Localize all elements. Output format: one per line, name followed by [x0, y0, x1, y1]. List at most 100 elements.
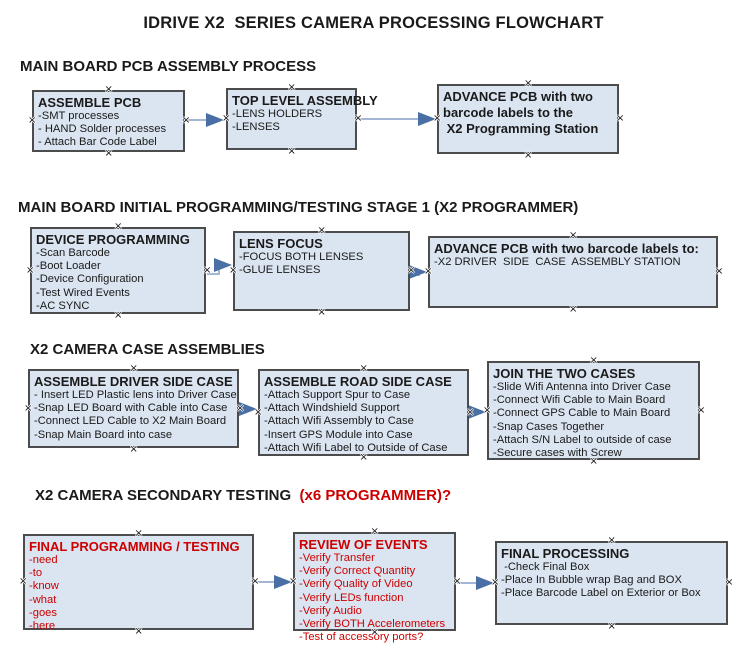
- box-line: -Attach Wifi Label to Outside of Case: [264, 441, 448, 454]
- connection-point-icon: [524, 79, 531, 88]
- flow-box-final-processing[interactable]: FINAL PROCESSING -Check Final Box -Place…: [495, 541, 728, 625]
- connection-point-icon: [466, 408, 473, 417]
- connection-point-icon: [251, 577, 258, 586]
- connection-point-icon: [424, 267, 431, 276]
- connection-point-icon: [590, 356, 597, 365]
- box-line: - Insert LED Plastic lens into Driver Ca…: [34, 389, 237, 401]
- connection-point-icon: [608, 536, 615, 545]
- box-line: -Connect GPS Cable to Main Board: [493, 407, 671, 420]
- box-line: -Verify Quality of Video: [299, 578, 413, 591]
- box-line: -Slide Wifi Antenna into Driver Case: [493, 381, 671, 393]
- box-line: -Check Final Box: [501, 561, 590, 573]
- flow-box-join-the-two-cases[interactable]: JOIN THE TWO CASES -Slide Wifi Antenna i…: [487, 361, 700, 460]
- box-line: -GLUE LENSES: [239, 264, 321, 277]
- section-header-text: X2 CAMERA SECONDARY TESTING: [35, 487, 292, 504]
- connection-point-icon: [491, 578, 498, 587]
- section-header-red-suffix: (x6 PROGRAMMER)?: [291, 487, 452, 504]
- box-title: ASSEMBLE ROAD SIDE CASE: [264, 374, 452, 389]
- box-line: -to: [29, 567, 43, 580]
- box-title: X2 Programming Station: [443, 121, 599, 136]
- flow-box-advance-pcb-driver-side[interactable]: ADVANCE PCB with two barcode labels to: …: [428, 236, 718, 308]
- flow-box-lens-focus[interactable]: LENS FOCUS -FOCUS BOTH LENSES -GLUE LENS…: [233, 231, 410, 311]
- connection-point-icon: [288, 83, 295, 92]
- section-header-initial-programming: MAIN BOARD INITIAL PROGRAMMING/TESTING S…: [18, 199, 579, 216]
- connection-point-icon: [569, 305, 576, 314]
- connection-point-icon: [28, 116, 35, 125]
- connection-point-icon: [105, 85, 112, 94]
- box-line: -Boot Loader: [36, 260, 101, 273]
- box-line: -Snap Main Board into case: [34, 428, 173, 441]
- box-line: -Insert GPS Module into Case: [264, 428, 413, 441]
- box-title: ASSEMBLE PCB: [38, 95, 142, 110]
- box-line: -Snap LED Board with Cable into Case: [34, 402, 228, 415]
- box-line: -SMT processes: [38, 110, 120, 122]
- box-title: FINAL PROCESSING: [501, 546, 630, 561]
- connection-point-icon: [318, 308, 325, 317]
- connection-point-icon: [590, 457, 597, 466]
- box-title: ADVANCE PCB with two: [443, 89, 593, 104]
- box-line: -Attach Windshield Support: [264, 402, 400, 415]
- box-title: TOP LEVEL ASSEMBLY: [232, 93, 378, 108]
- flow-box-top-level-assembly[interactable]: TOP LEVEL ASSEMBLY -LENS HOLDERS -LENSES: [226, 88, 378, 150]
- flow-box-final-programming-testing[interactable]: FINAL PROGRAMMING / TESTING -need -to -k…: [23, 534, 254, 633]
- connection-point-icon: [433, 114, 440, 123]
- flow-box-advance-pcb-programming-station[interactable]: ADVANCE PCB with two barcode labels to t…: [437, 84, 619, 154]
- box-title: REVIEW OF EVENTS: [299, 537, 428, 552]
- flow-box-review-of-events[interactable]: REVIEW OF EVENTS -Verify Transfer -Verif…: [293, 532, 456, 643]
- connection-point-icon: [26, 266, 33, 275]
- box-line: -LENSES: [232, 121, 280, 134]
- box-line: -Place In Bubble wrap Bag and BOX: [501, 574, 682, 587]
- connection-point-icon: [182, 116, 189, 125]
- connection-point-icon: [524, 151, 531, 160]
- connection-point-icon: [289, 577, 296, 586]
- connection-point-icon: [360, 364, 367, 373]
- box-line: -Verify Correct Quantity: [299, 565, 416, 578]
- connection-point-icon: [483, 406, 490, 415]
- connection-point-icon: [354, 114, 361, 123]
- connection-point-icon: [725, 578, 732, 587]
- box-line: -Scan Barcode: [36, 247, 111, 259]
- box-line: -Secure cases with Screw: [493, 447, 622, 460]
- box-line: -FOCUS BOTH LENSES: [239, 251, 364, 263]
- connection-point-icon: [608, 622, 615, 631]
- section-header-pcb-assembly: MAIN BOARD PCB ASSEMBLY PROCESS: [20, 58, 317, 75]
- connection-point-icon: [114, 222, 121, 231]
- box-line: -Snap Cases Together: [493, 420, 605, 433]
- connection-point-icon: [407, 266, 414, 275]
- connection-point-icon: [222, 114, 229, 123]
- section-header-case-assemblies: X2 CAMERA CASE ASSEMBLIES: [30, 341, 265, 358]
- box-line: -X2 DRIVER SIDE CASE ASSEMBLY STATION: [434, 256, 681, 268]
- flow-box-assemble-pcb[interactable]: ASSEMBLE PCB -SMT processes - HAND Solde…: [32, 90, 185, 152]
- connection-point-icon: [715, 267, 722, 276]
- flow-box-assemble-driver-side-case[interactable]: ASSEMBLE DRIVER SIDE CASE - Insert LED P…: [28, 369, 239, 448]
- connection-point-icon: [19, 577, 26, 586]
- connection-point-icon: [229, 266, 236, 275]
- connection-point-icon: [288, 147, 295, 156]
- box-line: -AC SYNC: [36, 299, 90, 312]
- connection-point-icon: [453, 577, 460, 586]
- flow-box-assemble-road-side-case[interactable]: ASSEMBLE ROAD SIDE CASE -Attach Support …: [258, 369, 469, 456]
- box-line: -here: [29, 620, 56, 633]
- page-title: IDRIVE X2 SERIES CAMERA PROCESSING FLOWC…: [143, 14, 604, 32]
- box-line: -Verify LEDs function: [299, 591, 404, 604]
- box-title: LENS FOCUS: [239, 236, 323, 251]
- box-line: - HAND Solder processes: [38, 123, 167, 136]
- connection-point-icon: [371, 628, 378, 637]
- connection-point-icon: [130, 364, 137, 373]
- connection-point-icon: [371, 527, 378, 536]
- connection-point-icon: [135, 627, 142, 636]
- box-line: -what: [29, 593, 57, 606]
- box-line: -Place Barcode Label on Exterior or Box: [501, 587, 701, 600]
- connection-point-icon: [697, 406, 704, 415]
- connection-point-icon: [569, 231, 576, 240]
- section-header-secondary-testing: X2 CAMERA SECONDARY TESTING (x6 PROGRAMM…: [35, 487, 451, 504]
- connection-point-icon: [203, 266, 210, 275]
- box-line: -Connect Wifi Cable to Main Board: [493, 394, 666, 407]
- box-line: -LENS HOLDERS: [232, 108, 323, 120]
- box-line: -Verify Transfer: [299, 552, 375, 564]
- flow-box-device-programming[interactable]: DEVICE PROGRAMMING -Scan Barcode -Boot L…: [30, 227, 206, 314]
- box-line: -know: [29, 580, 59, 593]
- box-line: -Connect LED Cable to X2 Main Board: [34, 415, 227, 428]
- connection-point-icon: [318, 226, 325, 235]
